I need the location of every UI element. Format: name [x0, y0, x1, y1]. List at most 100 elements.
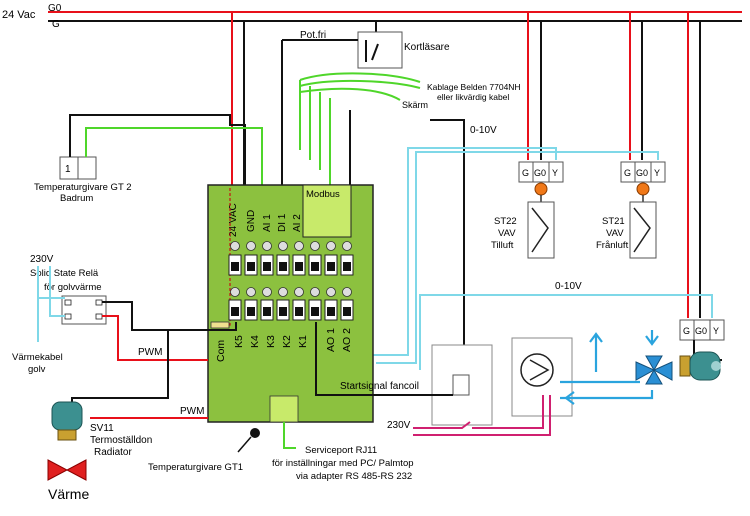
gt2-terminal-label: 1: [65, 164, 71, 175]
relay-cyan-wire-2: [49, 266, 65, 317]
pipe-arrow-left: [564, 391, 575, 405]
com-jumper: [210, 321, 230, 329]
rail-g-label: G: [52, 19, 60, 30]
gt2-terminal-2: [77, 156, 97, 180]
ctrl-bottom-label: Com: [215, 340, 227, 362]
sv11-valve: PWM SV11 Termoställdon Radiator Värme: [47, 401, 208, 502]
st21-damper: [629, 201, 657, 259]
pump-icon: [520, 353, 554, 387]
ctrl-top-label: 24 VAC: [228, 203, 239, 237]
pipe-return: [560, 390, 654, 400]
relay-230v: 230V: [30, 254, 54, 265]
st22-term-y: [548, 161, 564, 183]
rj11-port: [269, 395, 299, 423]
gt1-pointer: [237, 436, 252, 453]
fancoil-relay: [452, 374, 470, 396]
st22-terminal: G: [522, 168, 529, 178]
heater-label: Värmekabel: [12, 352, 63, 363]
gt1-sensor: Temperaturgivare GT1: [148, 428, 260, 473]
belden-cable-2: [299, 79, 421, 89]
sv11-nut: [57, 429, 77, 441]
service-label-3: via adapter RS 485-RS 232: [296, 471, 412, 482]
cyan-to-valve: [419, 294, 713, 370]
rail-g0-label: G0: [48, 3, 62, 14]
ctrl-bottom-label: K5: [233, 335, 245, 348]
fancoil-supply-wire: [430, 119, 465, 380]
gt2-sensor: 1 Temperaturgivare GT 2 Badrum: [34, 114, 263, 204]
fancoil-230v: 230V: [387, 420, 411, 431]
relay-label: Solid State Relä: [30, 268, 99, 279]
ctrl-bottom-label: AO 2: [341, 328, 353, 352]
supply-rails: 24 Vac G0 G: [2, 3, 742, 30]
st21-label-3: Frånluft: [596, 240, 629, 251]
st21-term-y: [650, 161, 666, 183]
st21-terminal: Y: [654, 168, 660, 178]
terminal-row-bottom: [210, 287, 354, 329]
modbus-module: [302, 184, 352, 238]
st21-terminal: G0: [636, 168, 648, 178]
sv11-label: SV11: [90, 423, 114, 434]
ctrl-bottom-label: K1: [297, 335, 309, 348]
varme-valve-right: [65, 459, 87, 481]
sv11-actuator: [51, 401, 83, 431]
potfri-wire: [281, 39, 358, 190]
st22-damper: [527, 201, 555, 259]
st21-label: ST21: [602, 216, 625, 227]
gt2-green-wire: [85, 127, 263, 185]
kablage-label: Kablage Belden 7704NH: [427, 82, 521, 92]
varme-valve-left: [47, 459, 69, 481]
valve-term-y: [709, 319, 725, 341]
modbus-label: Modbus: [306, 189, 340, 200]
valve-terminal: G0: [695, 326, 707, 336]
startsignal-label: Startsignal fancoil: [340, 381, 419, 392]
st21-vav: G G0 Y ST21 VAV Frånluft: [596, 161, 666, 259]
valve-terminal: Y: [713, 326, 719, 336]
belden-cable-1: [299, 72, 421, 83]
ctrl-bottom-label: AO 1: [325, 328, 337, 352]
sv11-label-3: Radiator: [94, 447, 132, 458]
relay-pwm-wire: [102, 315, 208, 361]
modbus-drops: [299, 80, 331, 186]
ctrl-top-label: AI 1: [262, 214, 273, 232]
st22-label: ST22: [494, 216, 517, 227]
relay-pwm: PWM: [138, 347, 162, 358]
gt1-label: Temperaturgivare GT1: [148, 462, 243, 473]
st22-label-2: VAV: [498, 228, 516, 239]
controller: Modbus 24 VAC GND AI 1 DI 1 AI 2: [207, 184, 374, 423]
kortlasare-contact: [365, 40, 379, 62]
heater-label-2: golv: [28, 364, 46, 375]
ctrl-bottom-label: K4: [249, 335, 261, 348]
gt2-black-wire: [69, 114, 246, 185]
three-way-valve: [635, 355, 673, 385]
relay-cyan-wire: [37, 266, 65, 342]
pipe-arrow-up: [589, 332, 603, 372]
sv11-pwm: PWM: [180, 406, 204, 417]
solid-state-relay: 230V Solid State Relä för golvvärme Värm…: [12, 254, 237, 375]
st22-label-3: Tilluft: [491, 240, 514, 251]
st22-terminal: Y: [552, 168, 558, 178]
fancoil-230v-wire: [413, 395, 544, 429]
valve-terminals: G G0 Y: [679, 319, 725, 341]
sv11-label-2: Termoställdon: [90, 435, 152, 446]
ctrl-bottom-label: K3: [265, 335, 277, 348]
service-wire: [283, 422, 296, 449]
st22-actuator: [534, 182, 548, 196]
cyan-to-st21: [376, 151, 659, 364]
kortlasare-box: [357, 31, 403, 69]
signal-0-10v-top: 0-10V: [470, 125, 497, 136]
relay-label-2: för golvvärme: [44, 282, 102, 293]
st21-actuator: [636, 182, 650, 196]
supply-voltage: 24 Vac: [2, 9, 36, 21]
k1-startsignal-wire: [315, 322, 453, 396]
kortlasare-label: Kortläsare: [404, 42, 450, 53]
k-black-wire: [71, 330, 169, 410]
relay-black-wire: [102, 301, 237, 331]
service-label: Serviceport RJ11: [305, 445, 377, 456]
st22-vav: G G0 Y ST22 VAV Tilluft: [491, 161, 564, 259]
terminal-row-top: [228, 241, 354, 276]
internal-link: [212, 188, 231, 326]
belden-shield: [299, 87, 401, 101]
valve-terminal: G: [683, 326, 690, 336]
gt2-label: Temperaturgivare GT 2: [34, 182, 132, 193]
